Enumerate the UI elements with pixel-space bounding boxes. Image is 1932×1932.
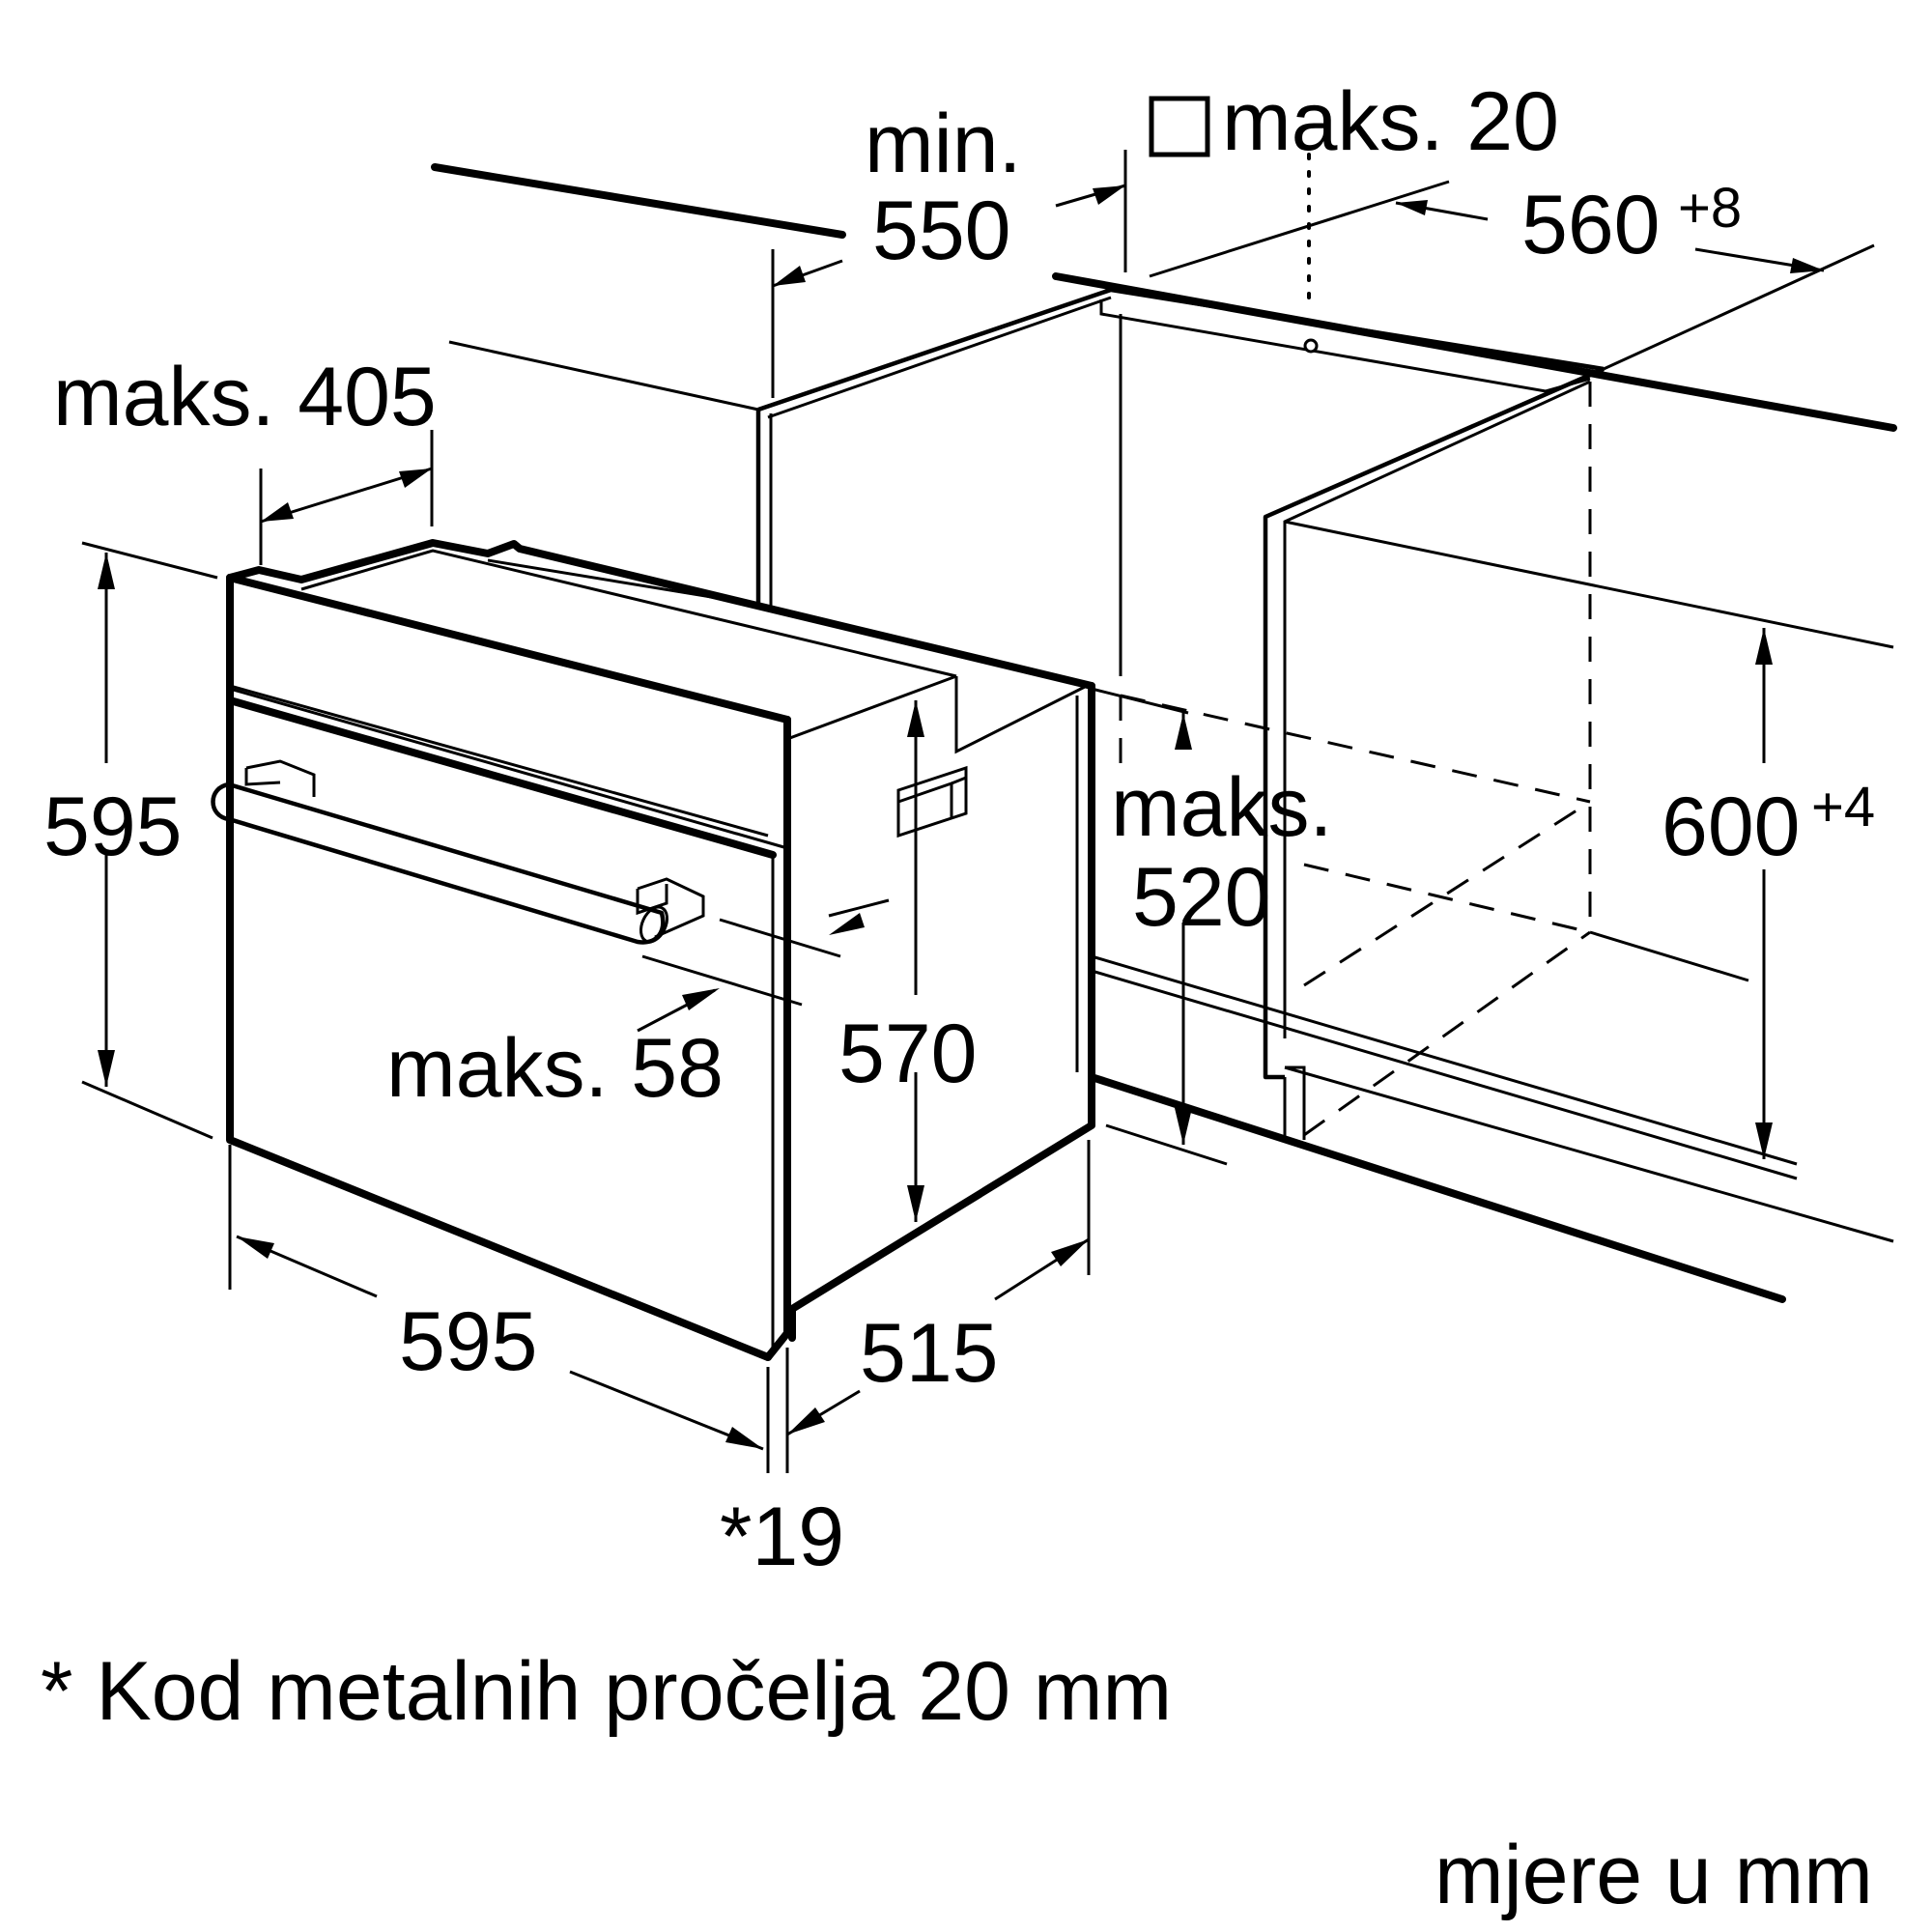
label-width-595: 595 <box>399 1295 538 1388</box>
footnote: * Kod metalnih pročelja 20 mm <box>41 1645 1172 1738</box>
label-600-tolerance: +4 <box>1811 776 1875 838</box>
label-520: 520 <box>1132 851 1271 944</box>
label-max-405: maks. 405 <box>53 351 437 443</box>
label-square-max-20: maks. 20 <box>1222 75 1559 168</box>
label-600: 600 <box>1662 781 1801 873</box>
cabinet-drawing <box>431 153 1897 1303</box>
square-symbol-icon <box>1149 96 1210 157</box>
label-560-tolerance: +8 <box>1678 177 1742 240</box>
label-max: maks. <box>1111 761 1332 854</box>
dimension-labels: min. 550 maks. 20 560 +8 maks. 405 595 m… <box>43 75 1875 1583</box>
label-19: *19 <box>720 1491 844 1583</box>
units-note: mjere u mm <box>1435 1829 1873 1921</box>
label-min-550: 550 <box>872 185 1011 277</box>
label-515: 515 <box>860 1307 999 1400</box>
oven-drawing <box>211 539 1095 1361</box>
label-560: 560 <box>1521 179 1661 271</box>
label-570: 570 <box>838 1008 978 1100</box>
label-height-595: 595 <box>43 781 183 873</box>
label-max-58: maks. 58 <box>386 1022 724 1115</box>
dimension-lines <box>81 150 1825 1473</box>
label-min: min. <box>865 98 1021 190</box>
